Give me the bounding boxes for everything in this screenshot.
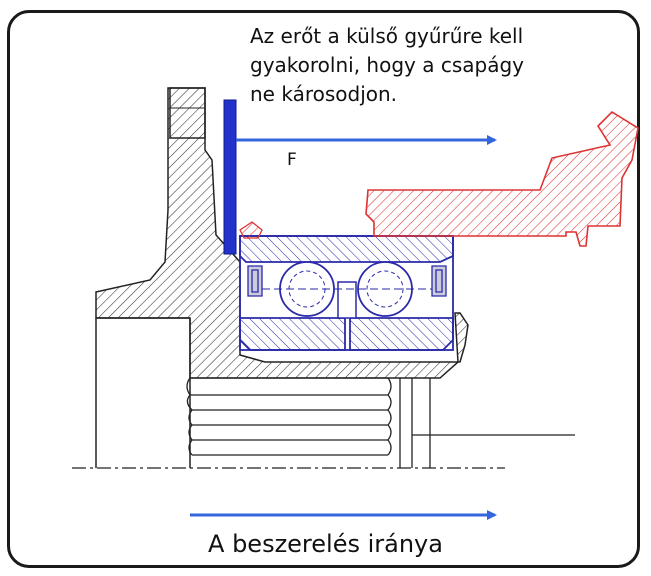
bearing-inner-ring-left [239, 317, 346, 351]
direction-label: A beszerelés iránya [208, 530, 443, 558]
bearing-seal-left [247, 265, 263, 297]
force-label: F [287, 150, 297, 170]
hub-outline [95, 317, 191, 468]
press-tool-small-lip [239, 221, 263, 239]
bearing-seal-right [431, 265, 447, 297]
annotation-text: Az erőt a külső gyűrűre kell gyakorolni,… [250, 24, 524, 106]
press-tool [365, 110, 639, 247]
bearing-body [239, 235, 454, 351]
bearing-inner-ring-right [349, 317, 454, 351]
bearing-outer-ring [239, 235, 454, 263]
knuckle-housing [95, 87, 469, 379]
push-plate [223, 99, 237, 255]
spline-teeth [186, 377, 392, 456]
hub-right-lines [399, 378, 575, 468]
